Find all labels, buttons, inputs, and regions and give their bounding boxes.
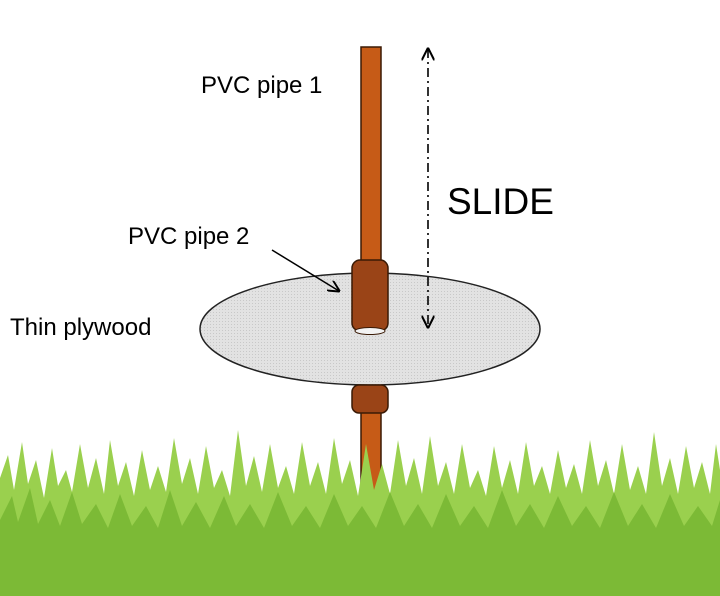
- label-pvc-pipe-2: PVC pipe 2: [128, 223, 250, 250]
- label-thin-plywood: Thin plywood: [10, 314, 152, 341]
- pipe2-leader-arrow: [271, 249, 339, 291]
- label-slide: SLIDE: [447, 181, 554, 222]
- pvc-pipe-2-lower: [351, 384, 389, 414]
- label-pvc-pipe-1: PVC pipe 1: [201, 72, 323, 99]
- pvc-pipe-2-opening: [354, 327, 386, 335]
- grass: [0, 430, 720, 596]
- pvc-pipe-2: [351, 259, 389, 332]
